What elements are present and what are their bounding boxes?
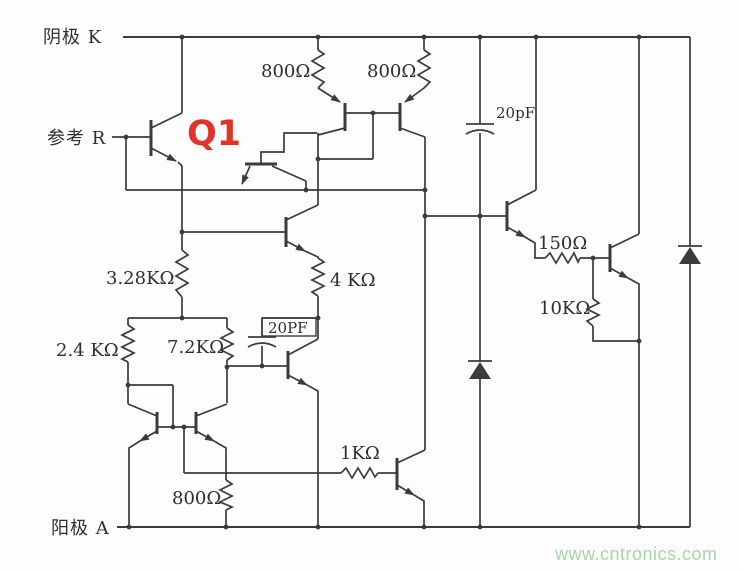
- transistor-gain-lower: [227, 318, 319, 527]
- resistor-4k: [310, 257, 326, 318]
- transistor-output-lower: [395, 449, 426, 527]
- r7-2k-label: 7.2KΩ: [167, 337, 224, 358]
- transistor-pnp-middle: [241, 132, 317, 190]
- resistor-800-bottom: [217, 479, 235, 527]
- anode-terminal-label: 阳极 A: [51, 518, 110, 539]
- diode-right: [678, 245, 702, 264]
- reference-terminal-label: 参考 R: [47, 128, 106, 149]
- cathode-terminal-label: 阴极 K: [43, 27, 102, 48]
- r150-label: 150Ω: [538, 233, 587, 254]
- capacitor-20pf-top: [465, 37, 495, 361]
- resistor-10k: [585, 258, 639, 342]
- transistor-stage2: [182, 217, 319, 258]
- reference-wire: [112, 136, 425, 191]
- r10k-label: 10KΩ: [539, 298, 590, 319]
- resistor-3-28k: [174, 249, 190, 318]
- resistor-800-top-left: [310, 37, 326, 89]
- resistor-1k: [184, 466, 397, 480]
- c20pf-mid-label: 20PF: [268, 319, 308, 337]
- resistor-2-4k: [120, 318, 136, 385]
- transistor-mirror-right: [398, 87, 426, 450]
- resistor-800-top-right: [416, 37, 432, 89]
- r1k-label: 1KΩ: [340, 443, 380, 464]
- transistor-q1: [149, 37, 183, 250]
- transistor-mirror-left: [285, 87, 347, 221]
- r3-28k-label: 3.28KΩ: [106, 268, 174, 289]
- r2-4k-label: 2.4 KΩ: [56, 340, 119, 361]
- c20pf-top-label: 20pF: [496, 104, 535, 122]
- r800-top-right-label: 800Ω: [367, 61, 416, 82]
- q1-designator-label: Q1: [187, 114, 241, 154]
- transistor-bottom-mirror-left: [127, 385, 159, 527]
- watermark-text: www.cntronics.com: [554, 544, 718, 564]
- bottom-mirror-base-wire: [128, 384, 196, 473]
- resistor-150: [544, 251, 610, 265]
- mirror-base-tie-wire: [318, 112, 400, 160]
- diode-middle: [468, 360, 492, 527]
- r4k-label: 4 KΩ: [330, 270, 376, 291]
- junction-dots: [123, 34, 642, 530]
- transistor-predriver: [425, 37, 545, 259]
- r800-top-left-label: 800Ω: [261, 61, 310, 82]
- capacitor-20pf-mid: [247, 317, 318, 366]
- transistor-bottom-mirror-right: [194, 403, 228, 480]
- transistor-driver2: [608, 37, 640, 527]
- resistor-7-2k: [219, 318, 235, 403]
- r800-bottom-label: 800Ω: [172, 488, 221, 509]
